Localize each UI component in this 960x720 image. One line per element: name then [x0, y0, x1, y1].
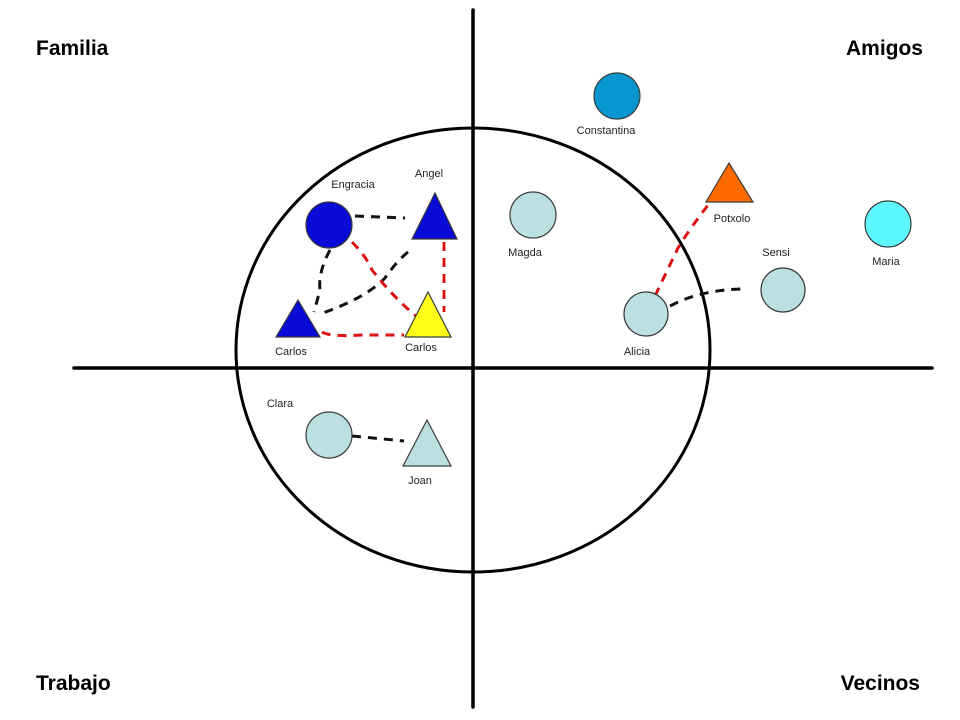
node-labels-layer: Engracia Angel Carlos Carlos Clara Joan …: [267, 125, 901, 487]
node-label-engracia: Engracia: [331, 179, 375, 191]
inner-circle: [234, 126, 712, 574]
node-carlos-yellow-triangle[interactable]: [404, 290, 452, 338]
node-carlos-blue-triangle[interactable]: [274, 298, 322, 338]
quadrant-label-amigos: Amigos: [846, 37, 923, 60]
link-angel-carlos-blue: [319, 250, 409, 316]
quadrant-label-familia: Familia: [36, 37, 109, 60]
link-clara-joan: [351, 434, 405, 443]
quadrant-label-trabajo: Trabajo: [36, 672, 111, 695]
node-joan-triangle[interactable]: [402, 418, 452, 467]
node-magda-circle[interactable]: [509, 191, 557, 239]
node-maria-circle[interactable]: [864, 200, 912, 248]
link-engracia-carlos-yellow: [350, 240, 417, 318]
node-label-carlos-yellow: Carlos: [405, 342, 437, 354]
node-label-magda: Magda: [508, 247, 543, 259]
node-clara-circle[interactable]: [305, 411, 353, 459]
node-label-sensi: Sensi: [762, 247, 790, 259]
link-engracia-angel: [354, 214, 406, 220]
node-engracia-circle[interactable]: [305, 201, 353, 249]
link-alicia-sensi: [669, 287, 743, 308]
link-alicia-potxolo: [653, 199, 714, 297]
node-label-clara: Clara: [267, 398, 294, 410]
node-angel-triangle[interactable]: [411, 191, 458, 240]
node-potxolo-triangle[interactable]: [704, 161, 755, 203]
node-label-angel: Angel: [415, 168, 443, 180]
node-label-carlos-blue: Carlos: [275, 346, 307, 358]
node-alicia-circle[interactable]: [623, 291, 669, 337]
node-constantina-circle[interactable]: [593, 72, 641, 120]
quadrant-label-vecinos: Vecinos: [841, 672, 920, 695]
node-label-potxolo: Potxolo: [714, 213, 751, 225]
links-layer: [312, 199, 743, 443]
link-carlos-blue-carlos-yellow: [321, 330, 404, 338]
node-label-constantina: Constantina: [577, 125, 637, 137]
node-label-joan: Joan: [408, 475, 432, 487]
nodes-layer: [274, 72, 912, 467]
node-sensi-circle[interactable]: [760, 267, 806, 313]
node-label-alicia: Alicia: [624, 346, 651, 358]
node-label-maria: Maria: [872, 256, 900, 268]
link-engracia-carlos-blue: [312, 249, 332, 313]
